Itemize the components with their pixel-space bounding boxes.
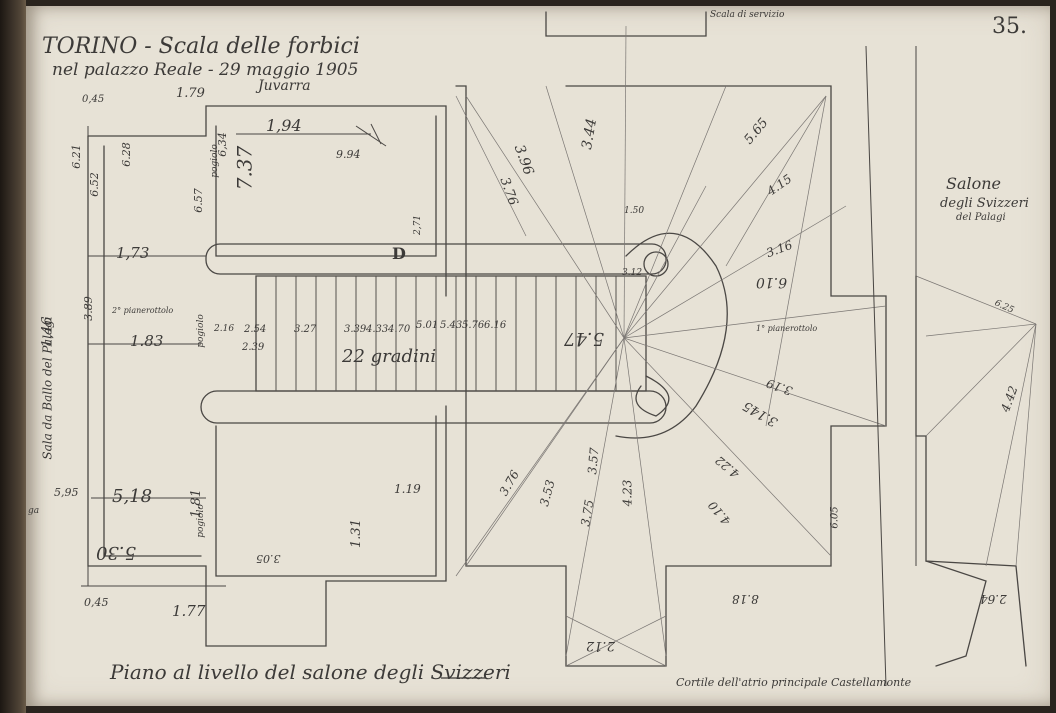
right-label-1: Salone xyxy=(946,174,1002,193)
dimension-label: 1.83 xyxy=(130,332,164,350)
newel-lower xyxy=(635,375,670,417)
dimension-label: 2.12 xyxy=(586,638,615,653)
triangulation-lines xyxy=(455,25,1037,667)
dimension-label: 5,18 xyxy=(112,486,153,507)
floor-plan-drawing xyxy=(81,11,1037,687)
title-line-2: nel palazzo Reale - 29 maggio 1905 xyxy=(52,60,359,80)
pianerottolo-2: 2° pianerottolo xyxy=(112,306,174,315)
right-label-2: degli Svizzeri xyxy=(940,196,1029,211)
dimension-label: 9.94 xyxy=(336,148,361,161)
dimension-label: 6.10 xyxy=(756,274,788,290)
upper-landing-outline xyxy=(87,105,447,297)
dimension-label: 2.54 xyxy=(244,324,267,335)
lower-room xyxy=(215,415,437,577)
dimension-marks xyxy=(81,45,917,687)
plan-caption: Piano al livello del salone degli Svizze… xyxy=(110,660,511,684)
stair-count-label: 22 gradini xyxy=(342,346,437,367)
dimension-label: 4.33 xyxy=(366,324,389,335)
sketchbook-page: 35. TORINO - Scala delle forbici nel pal… xyxy=(26,6,1050,706)
dimension-label: 1,73 xyxy=(116,244,150,262)
dimension-label: 6.16 xyxy=(484,320,507,331)
title-line-3: Juvarra xyxy=(258,78,311,94)
inner-wall xyxy=(103,145,202,557)
lower-stair-rail xyxy=(200,390,667,424)
dimension-label: 1.77 xyxy=(172,602,206,620)
dimension-label: 2.39 xyxy=(242,342,265,353)
letter-d: D xyxy=(392,244,406,263)
spiral-curve xyxy=(615,232,728,439)
edge-note: ga xyxy=(28,506,40,516)
right-triangle xyxy=(925,560,987,667)
notebook-binding xyxy=(0,0,26,713)
dimension-label: 5,95 xyxy=(54,486,79,499)
dimension-label: 6.28 xyxy=(119,142,133,167)
dimension-label: 0,45 xyxy=(82,94,105,105)
dimension-label: 5.47 xyxy=(564,328,605,349)
dimension-label: 7.37 xyxy=(232,145,257,191)
dimension-label: 5.01 xyxy=(416,320,439,331)
dimension-label: 6.21 xyxy=(69,144,83,169)
dimension-label: 8.18 xyxy=(732,592,759,606)
dimension-label: 0,45 xyxy=(84,596,109,609)
right-salone-wall xyxy=(915,275,1027,667)
dimension-label: 5.76 xyxy=(462,320,485,331)
dimension-label: 6.52 xyxy=(87,172,101,197)
newel-upper xyxy=(643,251,669,277)
top-service-stair-note: Scala di servizio xyxy=(710,10,785,20)
dimension-label: 1.81 xyxy=(188,489,204,518)
dimension-label: 6,34 xyxy=(215,132,229,157)
dimension-label: 3.12 xyxy=(622,268,643,278)
cortile-note: Cortile dell'atrio principale Castellamo… xyxy=(676,676,912,689)
page-number: 35. xyxy=(992,14,1027,39)
dimension-label: 2,71 xyxy=(413,214,424,236)
dimension-label: 3.05 xyxy=(256,552,281,565)
dimension-label: 2.64 xyxy=(980,592,1007,606)
pianerottolo-1: 1° pianerottolo xyxy=(756,324,818,333)
dimension-label: 1,46 xyxy=(39,316,56,348)
title-line-1: TORINO - Scala delle forbici xyxy=(42,34,360,59)
dimension-label: 3.27 xyxy=(294,324,317,335)
dimension-label: 1.79 xyxy=(176,86,205,101)
upper-room xyxy=(215,115,437,257)
dimension-label: 5.30 xyxy=(96,542,137,563)
dimension-label: 2.16 xyxy=(214,324,235,334)
dimension-label: 5.43 xyxy=(440,320,463,331)
dimension-label: 4.70 xyxy=(388,324,411,335)
dimension-label: 3.39 xyxy=(344,324,367,335)
dimension-label: 1.31 xyxy=(348,519,364,548)
dimension-label: 3.57 xyxy=(585,447,602,475)
pogiolo-2: pogiolo xyxy=(195,314,206,348)
right-label-3: del Palagi xyxy=(956,212,1006,223)
dimension-label: 3.89 xyxy=(81,296,95,321)
dimension-label: 1.50 xyxy=(624,206,645,216)
dimension-label: 6.05 xyxy=(829,506,841,529)
upper-stair-rail xyxy=(205,243,667,275)
dimension-label: 1.19 xyxy=(394,482,421,496)
right-hall-outline xyxy=(455,85,887,667)
dimension-label: 6.57 xyxy=(191,188,205,213)
dimension-label: 4.23 xyxy=(620,479,635,507)
dimension-label: 1,94 xyxy=(266,116,302,135)
